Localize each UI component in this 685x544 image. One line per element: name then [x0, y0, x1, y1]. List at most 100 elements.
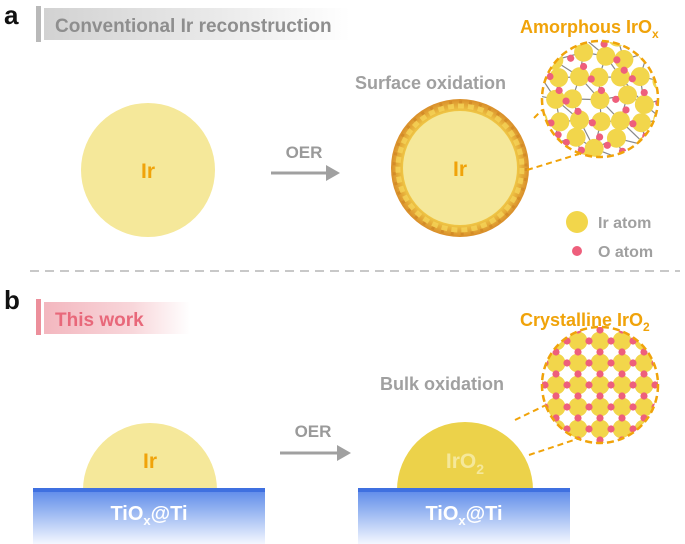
o-atom: [530, 414, 537, 421]
o-atom: [607, 359, 615, 367]
ir-atom: [542, 419, 544, 439]
panel-a: a Conventional Ir reconstruction Ir OER …: [4, 0, 680, 261]
lattice-bond: [531, 71, 538, 94]
o-atom: [651, 315, 658, 322]
ir-atom: [589, 67, 609, 87]
o-atom: [662, 436, 669, 443]
ir-atom: [546, 397, 566, 417]
ir-atom: [631, 113, 651, 133]
crystalline-zoom-inset: [530, 315, 669, 454]
o-atom: [613, 56, 621, 64]
o-atom: [542, 425, 549, 433]
ir-atom: [612, 331, 632, 351]
ir-atom: [634, 375, 654, 395]
o-atom: [643, 41, 651, 47]
panel-b-banner-text: This work: [55, 310, 144, 331]
ir-atom: [590, 419, 610, 439]
ir-atom: [568, 441, 588, 443]
legend-o-label: O atom: [598, 244, 653, 261]
o-atom: [620, 66, 628, 74]
ir-atom: [612, 375, 632, 395]
ir-atom: [630, 67, 650, 87]
o-atom: [596, 370, 604, 378]
lattice-bond: [663, 120, 668, 143]
lattice-bond: [662, 81, 669, 97]
o-atom: [655, 142, 658, 150]
ir-atom: [606, 128, 626, 148]
o-atom: [662, 414, 669, 421]
ir-atom: [612, 441, 632, 443]
o-atom: [542, 337, 549, 345]
ir-atom: [542, 61, 547, 81]
o-atom: [554, 131, 562, 139]
ir-atom: [521, 85, 540, 104]
ir-atom: [566, 127, 586, 147]
o-atom: [607, 381, 615, 389]
ir-atom: [636, 135, 656, 155]
ir-atom: [590, 375, 610, 395]
substrate-right-label: TiOx@Ti: [425, 503, 502, 528]
o-atom: [662, 392, 669, 399]
o-atom: [533, 106, 540, 113]
ir-atom: [610, 111, 630, 131]
o-atom: [662, 348, 669, 355]
o-atom: [629, 403, 637, 411]
oer-label-b: OER: [295, 422, 332, 441]
o-atom: [530, 436, 537, 443]
ir-atom: [661, 48, 680, 67]
lattice-bond: [558, 159, 582, 170]
o-atom: [596, 348, 604, 356]
legend: Ir atom O atom: [566, 211, 653, 261]
ir-atom: [656, 419, 658, 439]
lattice-bond: [529, 140, 538, 165]
legend-ir-swatch: [566, 211, 588, 233]
ir-atom: [656, 327, 658, 329]
o-atom: [662, 326, 669, 333]
o-atom: [588, 119, 596, 127]
o-atom: [546, 72, 554, 81]
ir-atom: [592, 159, 611, 178]
ir-atom: [546, 353, 566, 373]
ir-atom: [546, 89, 566, 109]
ir-atom: [612, 397, 632, 417]
ir-atom: [618, 85, 638, 105]
o-atom: [607, 403, 615, 411]
o-atom: [597, 86, 606, 95]
ir-atom: [590, 331, 610, 351]
ir-atom: [542, 331, 544, 351]
arrow-a: [271, 165, 340, 181]
lattice-bond: [646, 164, 666, 168]
o-atom: [596, 414, 604, 422]
legend-ir-label: Ir atom: [598, 215, 651, 232]
ir-atom: [634, 95, 654, 115]
o-atom: [585, 447, 592, 454]
zoom-connector-b: [514, 404, 581, 456]
o-atom: [618, 392, 626, 400]
o-atom: [607, 337, 615, 345]
o-atom: [596, 133, 604, 141]
ir-atom: [549, 68, 569, 88]
legend-o-swatch: [572, 246, 582, 256]
zoom-connector-a: [526, 109, 580, 171]
ir-atom: [656, 353, 658, 373]
iro2-particle-label: IrO2: [446, 450, 484, 477]
o-atom: [562, 97, 570, 105]
amorphous-zoom-inset: [521, 39, 680, 178]
ir-atom: [634, 353, 654, 373]
ir-atom: [546, 419, 566, 439]
ir-atom: [590, 353, 610, 373]
o-atom: [555, 86, 563, 95]
o-atom: [640, 88, 648, 97]
o-atom: [532, 151, 539, 158]
substrate-right: TiOx@Ti: [358, 488, 570, 544]
ir-atom: [612, 419, 632, 439]
substrate-left-label: TiOx@Ti: [110, 503, 187, 528]
o-atom: [574, 414, 582, 422]
o-atom: [618, 414, 626, 422]
panel-b-banner: This work: [36, 299, 190, 335]
ir-atom: [636, 159, 655, 178]
surface-oxidation-label: Surface oxidation: [355, 73, 506, 93]
ir-atom: [614, 50, 634, 70]
o-atom: [530, 348, 537, 355]
o-atom: [662, 370, 669, 377]
